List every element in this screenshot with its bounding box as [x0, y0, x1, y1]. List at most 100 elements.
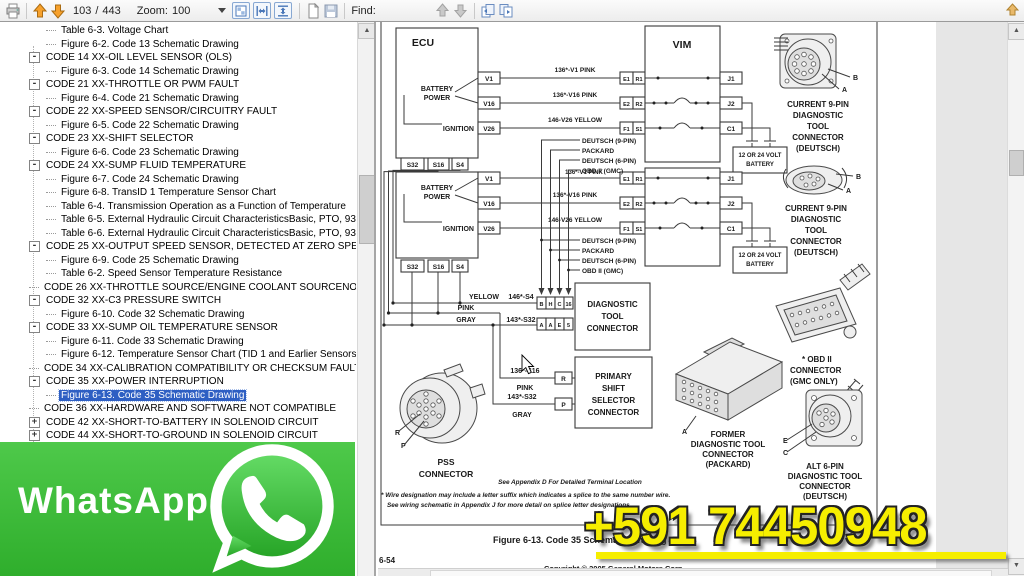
tree-item[interactable]: + CODE 44 XX-SHORT-TO-GROUND IN SOLENOID… — [0, 429, 356, 443]
scroll-up-icon[interactable]: ▲ — [1008, 23, 1024, 40]
tree-item-marker[interactable] — [46, 273, 56, 275]
sidebar-scroll-thumb[interactable] — [359, 175, 374, 244]
tree-item[interactable]: Figure 6-6. Code 23 Schematic Drawing — [0, 146, 356, 160]
tree-item-marker[interactable] — [46, 30, 56, 32]
tree-item-label[interactable]: CODE 33 XX-SUMP OIL TEMPERATURE SENSOR — [46, 322, 278, 334]
tree-item[interactable]: - CODE 24 XX-SUMP FLUID TEMPERATURE — [0, 159, 356, 173]
tree-item-marker[interactable] — [46, 97, 56, 99]
tree-item-label[interactable]: Figure 6-10. Code 32 Schematic Drawing — [61, 308, 245, 320]
tree-item[interactable]: - CODE 14 XX-OIL LEVEL SENSOR (OLS) — [0, 51, 356, 65]
next-view-button[interactable] — [497, 2, 515, 20]
tree-item-label[interactable]: Figure 6-11. Code 33 Schematic Drawing — [61, 335, 244, 347]
tree-item[interactable]: Figure 6-4. Code 21 Schematic Drawing — [0, 92, 356, 106]
tree-item[interactable]: Table 6-5. External Hydraulic Circuit Ch… — [0, 213, 356, 227]
tree-item[interactable]: Figure 6-13. Code 35 Schematic Drawing — [0, 388, 356, 403]
tree-item[interactable]: - CODE 21 XX-THROTTLE OR PWM FAULT — [0, 78, 356, 92]
main-horizontal-scrollbar[interactable] — [378, 568, 1008, 576]
tree-item-label[interactable]: CODE 34 XX-CALIBRATION COMPATIBILITY OR … — [44, 362, 356, 374]
zoom-dropdown-caret[interactable] — [218, 8, 227, 13]
tree-item-marker[interactable] — [46, 192, 56, 194]
tree-item[interactable]: Table 6-4. Transmission Operation as a F… — [0, 200, 356, 214]
find-next-button[interactable] — [452, 2, 470, 20]
tree-item[interactable]: Figure 6-9. Code 25 Schematic Drawing — [0, 254, 356, 268]
tree-item-marker[interactable] — [46, 70, 56, 72]
tree-item-label[interactable]: CODE 36 XX-HARDWARE AND SOFTWARE NOT COM… — [44, 403, 337, 415]
tree-item-marker[interactable] — [46, 340, 56, 342]
tree-item-marker[interactable]: - — [29, 376, 40, 388]
tree-item[interactable]: - CODE 25 XX-OUTPUT SPEED SENSOR, DETECT… — [0, 240, 356, 254]
single-page-button[interactable] — [304, 2, 322, 20]
tree-item-label[interactable]: CODE 44 XX-SHORT-TO-GROUND IN SOLENOID C… — [46, 430, 318, 442]
tree-item[interactable]: Table 6-6. External Hydraulic Circuit Ch… — [0, 227, 356, 241]
tree-item-marker[interactable] — [46, 394, 56, 396]
fit-page-button[interactable] — [232, 2, 251, 19]
sidebar-scroll-up-icon[interactable]: ▲ — [358, 23, 374, 39]
tree-item-marker[interactable]: - — [29, 241, 40, 253]
tree-item-marker[interactable] — [46, 354, 56, 356]
tree-item-marker[interactable]: + — [29, 430, 40, 442]
scroll-thumb[interactable] — [1009, 150, 1024, 176]
tree-item-marker[interactable] — [29, 408, 39, 410]
toolbar-overflow-button[interactable] — [1005, 3, 1020, 22]
tree-item-label[interactable]: Figure 6-2. Code 13 Schematic Drawing — [61, 38, 239, 50]
tree-item[interactable]: Figure 6-3. Code 14 Schematic Drawing — [0, 65, 356, 79]
tree-item-label[interactable]: CODE 22 XX-SPEED SENSOR/CIRCUITRY FAULT — [46, 106, 278, 118]
fit-height-button[interactable] — [274, 2, 293, 19]
previous-page-button[interactable] — [31, 2, 49, 20]
tree-item-label[interactable]: Table 6-3. Voltage Chart — [61, 25, 169, 37]
find-previous-button[interactable] — [434, 2, 452, 20]
document-page[interactable]: ECU V1 V16 V26 BATTERY POWER IGNITION S3… — [378, 22, 936, 576]
previous-view-button[interactable] — [479, 2, 497, 20]
tree-item-label[interactable]: CODE 14 XX-OIL LEVEL SENSOR (OLS) — [46, 52, 232, 64]
tree-item-label[interactable]: CODE 23 XX-SHIFT SELECTOR — [46, 133, 194, 145]
tree-item-label[interactable]: Figure 6-4. Code 21 Schematic Drawing — [61, 92, 239, 104]
tree-item[interactable]: - CODE 33 XX-SUMP OIL TEMPERATURE SENSOR — [0, 321, 356, 335]
tree-item[interactable]: CODE 34 XX-CALIBRATION COMPATIBILITY OR … — [0, 362, 356, 376]
tree-item-marker[interactable]: - — [29, 52, 40, 64]
tree-item[interactable]: CODE 26 XX-THROTTLE SOURCE/ENGINE COOLAN… — [0, 281, 356, 295]
tree-item[interactable]: Figure 6-2. Code 13 Schematic Drawing — [0, 38, 356, 52]
tree-item-marker[interactable]: - — [29, 133, 40, 145]
print-button[interactable] — [4, 2, 22, 20]
tree-item-label[interactable]: CODE 26 XX-THROTTLE SOURCE/ENGINE COOLAN… — [44, 281, 356, 293]
main-vertical-scrollbar[interactable]: ▲ ▼ — [1007, 22, 1024, 576]
tree-item-label[interactable]: CODE 25 XX-OUTPUT SPEED SENSOR, DETECTED… — [46, 241, 356, 253]
tree-item-label[interactable]: Figure 6-8. TransID 1 Temperature Sensor… — [61, 187, 276, 199]
tree-item-label[interactable]: Figure 6-6. Code 23 Schematic Drawing — [61, 146, 239, 158]
tree-item-label[interactable]: Figure 6-9. Code 25 Schematic Drawing — [61, 254, 239, 266]
tree-item-marker[interactable] — [46, 43, 56, 45]
tree-item[interactable]: Figure 6-10. Code 32 Schematic Drawing — [0, 308, 356, 322]
fit-width-button[interactable] — [253, 2, 272, 19]
tree-item-marker[interactable] — [29, 286, 39, 288]
tree-item[interactable]: CODE 36 XX-HARDWARE AND SOFTWARE NOT COM… — [0, 402, 356, 416]
save-button[interactable] — [322, 2, 340, 20]
tree-item[interactable]: + CODE 42 XX-SHORT-TO-BATTERY IN SOLENOI… — [0, 416, 356, 430]
tree-item-label[interactable]: Figure 6-7. Code 24 Schematic Drawing — [61, 173, 239, 185]
tree-item-label[interactable]: CODE 35 XX-POWER INTERRUPTION — [46, 376, 224, 388]
tree-item[interactable]: Figure 6-5. Code 22 Schematic Drawing — [0, 119, 356, 133]
tree-item-marker[interactable]: - — [29, 322, 40, 334]
next-page-button[interactable] — [49, 2, 67, 20]
tree-item-label[interactable]: Table 6-5. External Hydraulic Circuit Ch… — [61, 214, 356, 226]
tree-item[interactable]: - CODE 23 XX-SHIFT SELECTOR — [0, 132, 356, 146]
page-number-value[interactable]: 103 — [73, 4, 92, 17]
tree-item[interactable]: Figure 6-11. Code 33 Schematic Drawing — [0, 335, 356, 349]
tree-item-marker[interactable] — [46, 219, 56, 221]
tree-item-label[interactable]: CODE 42 XX-SHORT-TO-BATTERY IN SOLENOID … — [46, 416, 319, 428]
tree-item-marker[interactable]: - — [29, 160, 40, 172]
tree-item-label[interactable]: Figure 6-5. Code 22 Schematic Drawing — [61, 119, 239, 131]
tree-item-marker[interactable] — [46, 232, 56, 234]
tree-item-marker[interactable] — [46, 124, 56, 126]
tree-item[interactable]: - CODE 35 XX-POWER INTERRUPTION — [0, 375, 356, 389]
tree-item-marker[interactable] — [46, 151, 56, 153]
tree-item[interactable]: Figure 6-8. TransID 1 Temperature Sensor… — [0, 186, 356, 200]
tree-item-label[interactable]: Figure 6-13. Code 35 Schematic Drawing — [57, 388, 248, 402]
tree-item[interactable]: Figure 6-7. Code 24 Schematic Drawing — [0, 173, 356, 187]
tree-item[interactable]: - CODE 32 XX-C3 PRESSURE SWITCH — [0, 294, 356, 308]
tree-item-label[interactable]: Table 6-6. External Hydraulic Circuit Ch… — [61, 227, 356, 239]
tree-item-label[interactable]: CODE 21 XX-THROTTLE OR PWM FAULT — [46, 79, 240, 91]
tree-item-label[interactable]: CODE 32 XX-C3 PRESSURE SWITCH — [46, 295, 222, 307]
tree-item-label[interactable]: Figure 6-12. Temperature Sensor Chart (T… — [61, 349, 356, 361]
tree-item-marker[interactable] — [46, 205, 56, 207]
tree-item-label[interactable]: Table 6-4. Transmission Operation as a F… — [61, 200, 346, 212]
